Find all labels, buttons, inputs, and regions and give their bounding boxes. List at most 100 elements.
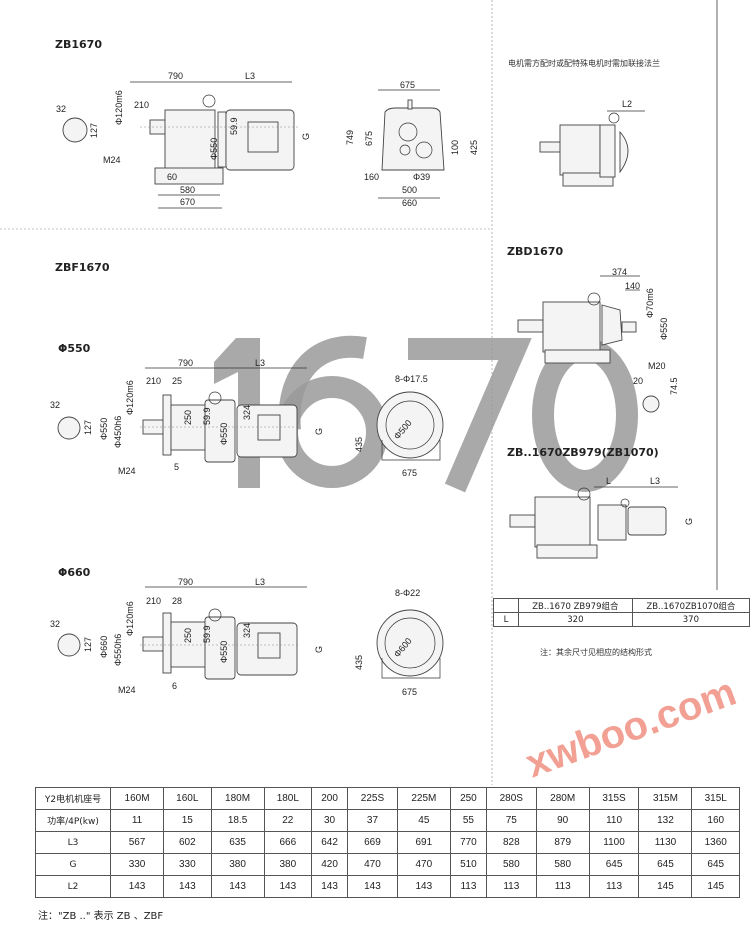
flange-note: 电机需方配时或配特殊电机时需加联接法兰 [508,58,660,68]
svg-text:210: 210 [146,596,161,606]
table-cell: 225M [396,787,451,810]
table-cell: 567 [109,831,165,854]
table-row: L 320 370 [493,612,751,627]
table-cell: 200 [311,787,349,810]
table-cell: 380 [210,853,265,876]
table-cell: 160 [691,809,740,832]
footnote: 注："ZB .." 表示 ZB 、ZBF [38,911,164,922]
table-cell: 132 [638,809,693,832]
table-cell: 642 [311,831,349,854]
table-cell: 143 [311,875,349,898]
svg-text:670: 670 [180,197,195,207]
row-label: G [35,853,111,876]
table-cell: 669 [347,831,398,854]
table-cell: 45 [396,809,451,832]
svg-text:210: 210 [134,100,149,110]
table-cell: 145 [691,875,740,898]
svg-text:G: G [314,428,324,435]
svg-text:Φ550: Φ550 [99,418,109,440]
svg-text:425: 425 [469,140,479,155]
svg-text:790: 790 [168,71,183,81]
row-label: Y2电机机座号 [35,787,111,810]
svg-text:60: 60 [167,172,177,182]
table-cell: 143 [210,875,265,898]
table-cell: 225S [347,787,398,810]
svg-text:500: 500 [402,185,417,195]
table-cell: 113 [485,875,537,898]
row-label: 功率/4P(kw) [35,809,111,832]
svg-text:32: 32 [50,400,60,410]
table-cell: 315S [588,787,640,810]
zbf-550-title: Φ550 [58,342,91,355]
svg-text:M24: M24 [118,685,136,695]
svg-text:Φ550: Φ550 [219,423,229,445]
table-cell: 1130 [638,831,693,854]
table-cell: 691 [396,831,451,854]
svg-text:32: 32 [56,104,66,114]
combo-drawing: ZB..1670ZB979(ZB1070) L L3 G 注：其余尺寸见相应的结… [507,446,694,657]
svg-text:210: 210 [146,376,161,386]
zb1670-title: ZB1670 [55,38,102,51]
svg-text:660: 660 [402,198,417,208]
table-cell: 143 [163,875,212,898]
svg-text:8-Φ17.5: 8-Φ17.5 [395,374,428,384]
svg-text:749: 749 [345,130,355,145]
table-cell: 280S [485,787,537,810]
table-cell: 1360 [691,831,740,854]
svg-text:M24: M24 [118,466,136,476]
table-cell: 580 [535,853,590,876]
svg-text:127: 127 [89,123,99,138]
table-cell: 315M [638,787,693,810]
table-cell: 645 [638,853,693,876]
table-cell: 143 [396,875,451,898]
table-cell: 635 [210,831,265,854]
table-cell: 645 [691,853,740,876]
table-cell: 180L [263,787,313,810]
svg-text:20: 20 [633,376,643,386]
table-cell: 22 [263,809,313,832]
table-cell: 1100 [588,831,640,854]
svg-text:Φ450h6: Φ450h6 [113,416,123,448]
table-cell: 55 [449,809,487,832]
svg-text:Φ550: Φ550 [209,138,219,160]
svg-text:5: 5 [174,462,179,472]
svg-text:Φ39: Φ39 [413,172,430,182]
svg-text:790: 790 [178,577,193,587]
table-cell: 879 [535,831,590,854]
row-label: L3 [35,831,111,854]
table-cell: 113 [535,875,590,898]
svg-text:100: 100 [450,140,460,155]
svg-text:G: G [684,518,694,525]
table-cell: 330 [109,853,165,876]
zbf1670-title: ZBF1670 [55,261,110,274]
svg-text:8-Φ22: 8-Φ22 [395,588,420,598]
svg-text:Φ120m6: Φ120m6 [125,380,135,415]
combo-length-table: ZB..1670 ZB979组合 ZB..1670ZB1070组合 L 320 … [493,598,751,627]
svg-text:140: 140 [625,281,640,291]
zbd1670-title: ZBD1670 [507,245,563,258]
svg-text:675: 675 [364,131,374,146]
combo-note: 注：其余尺寸见相应的结构形式 [540,647,652,657]
svg-text:Φ550: Φ550 [659,318,669,340]
svg-text:L: L [606,476,611,486]
svg-text:32: 32 [50,619,60,629]
table-cell: 666 [263,831,313,854]
svg-text:435: 435 [354,437,364,452]
svg-text:Φ120m6: Φ120m6 [125,601,135,636]
svg-text:580: 580 [180,185,195,195]
svg-text:435: 435 [354,655,364,670]
table-cell: 330 [163,853,212,876]
table-cell: 828 [485,831,537,854]
svg-text:M24: M24 [103,155,121,165]
table-cell: 315L [691,787,740,810]
table-cell: 30 [311,809,349,832]
svg-text:74.5: 74.5 [669,377,679,395]
svg-text:M20: M20 [648,361,666,371]
svg-text:L3: L3 [255,577,265,587]
table-cell: 602 [163,831,212,854]
svg-text:324: 324 [242,405,252,420]
svg-text:6: 6 [172,681,177,691]
svg-text:675: 675 [402,468,417,478]
